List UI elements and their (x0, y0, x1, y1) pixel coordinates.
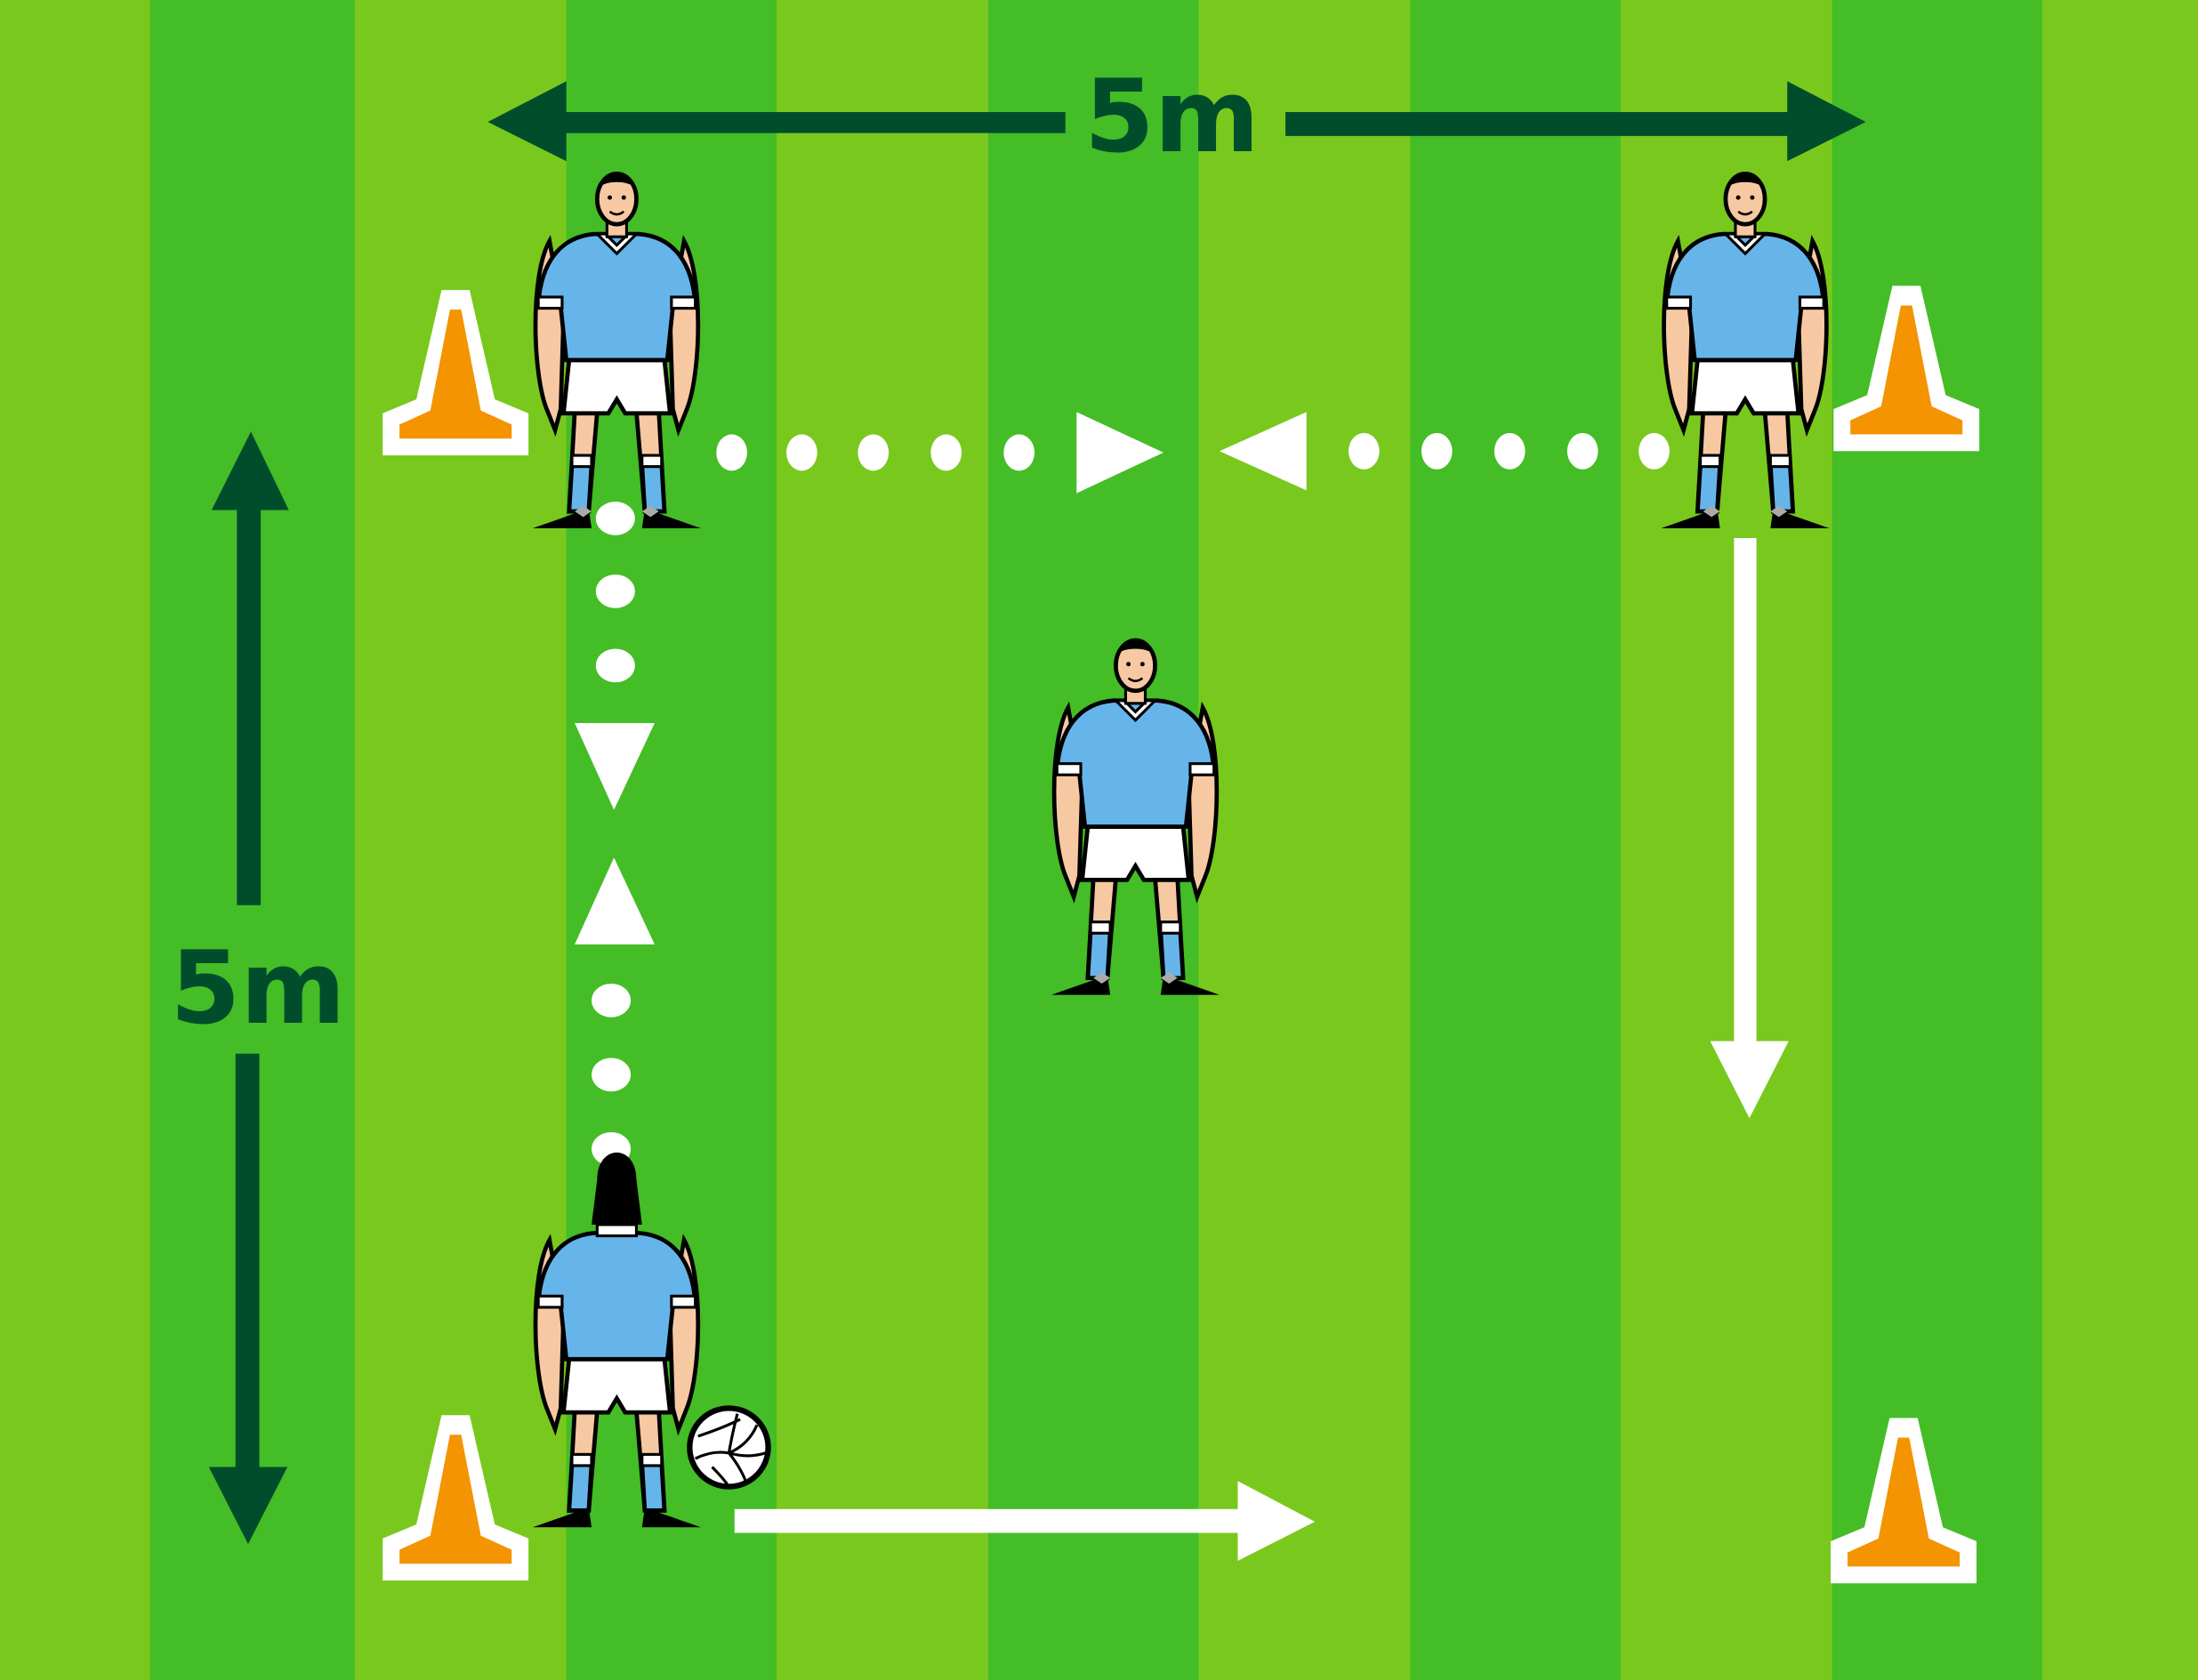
arrowhead-down-icon (575, 722, 655, 810)
pass-path-left-up (575, 857, 655, 1166)
horizontal-dimension-arrow: 5m (487, 58, 1866, 175)
arrowhead-right-icon (1237, 1481, 1316, 1562)
arrowhead-up-icon (575, 857, 655, 944)
arrowhead-down-icon (1710, 1041, 1789, 1119)
run-path-right-down (1710, 537, 1789, 1119)
soccer-ball-icon (687, 1405, 771, 1490)
arrowhead-left-icon (1220, 412, 1307, 491)
arrowhead-right-icon (1076, 412, 1163, 494)
horizontal-dimension-label: 5m (1084, 58, 1260, 175)
vertical-dimension-arrow: 5m (170, 431, 346, 1545)
vertical-dimension-label: 5m (170, 929, 345, 1047)
pass-path-top-left-to-right (716, 412, 1163, 494)
pass-path-top-right-to-left (1220, 412, 1670, 491)
pass-path-left-down (575, 502, 655, 810)
run-path-bottom-right (734, 1481, 1316, 1562)
